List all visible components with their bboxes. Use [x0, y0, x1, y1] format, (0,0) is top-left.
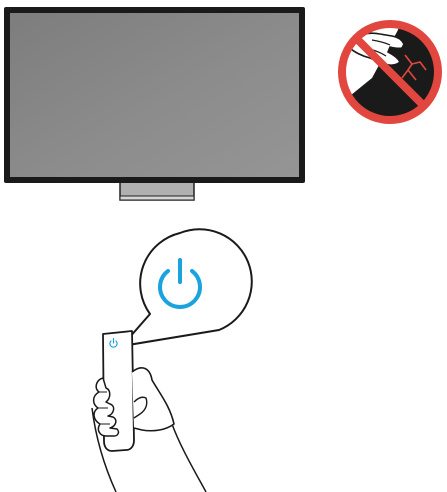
callout-bubble [122, 229, 252, 346]
tv-stand-base [120, 196, 194, 200]
tv-illustration [4, 7, 305, 200]
do-not-touch-sign [340, 24, 446, 130]
tv-screen [10, 13, 299, 177]
power-callout [122, 229, 252, 346]
remote-in-hand [92, 331, 206, 492]
